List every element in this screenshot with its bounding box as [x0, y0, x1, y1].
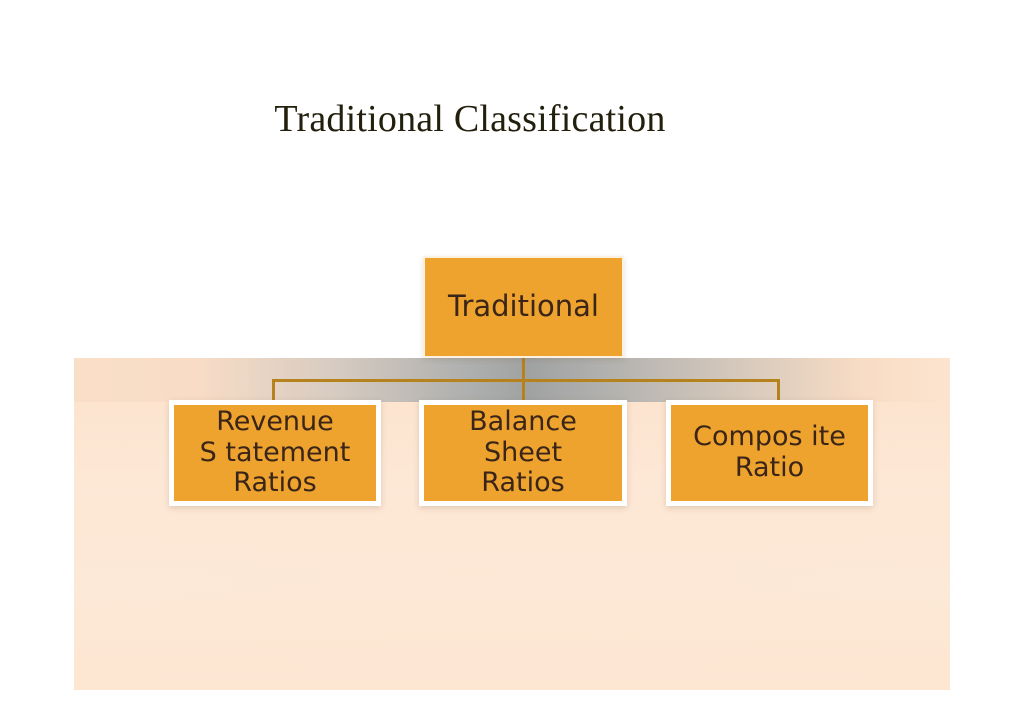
node-balance-sheet-ratios-label: Balance Sheet Ratios — [469, 405, 577, 499]
connector-drop-left — [272, 379, 275, 403]
node-composite-ratio[interactable]: Compos ite Ratio — [666, 400, 873, 506]
node-composite-ratio-label: Compos ite Ratio — [693, 421, 846, 483]
connector-horizontal-bar — [272, 379, 780, 382]
node-revenue-statement-ratios[interactable]: Revenue S tatement Ratios — [169, 400, 381, 506]
node-traditional[interactable]: Traditional — [423, 256, 624, 358]
page-title: Traditional Classification — [274, 98, 666, 140]
connector-drop-right — [777, 379, 780, 403]
node-traditional-label: Traditional — [448, 289, 599, 324]
node-balance-sheet-ratios[interactable]: Balance Sheet Ratios — [419, 400, 627, 506]
node-revenue-statement-ratios-label: Revenue S tatement Ratios — [199, 405, 351, 499]
